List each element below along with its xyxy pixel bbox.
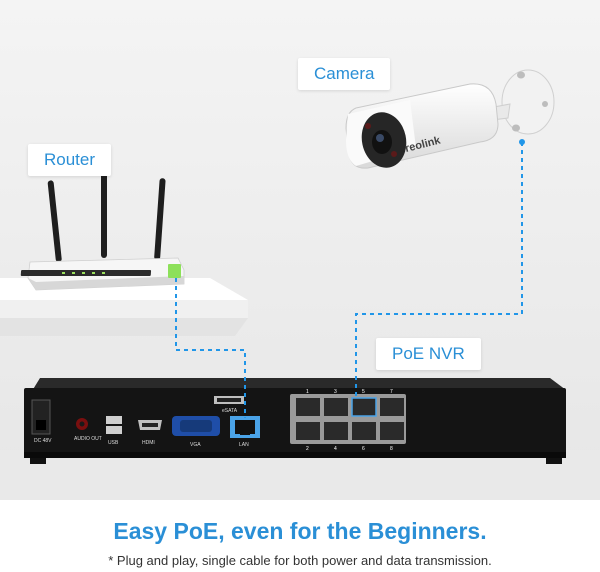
caption-area <box>0 500 600 572</box>
poe-port-number: 5 <box>362 389 365 395</box>
nvr-dc-port: DC 48V <box>31 399 52 444</box>
nvr-lan-port: LAN <box>230 416 260 448</box>
router-antenna-2 <box>101 172 107 258</box>
nvr-audio-port: AUDIO OUT <box>74 418 102 442</box>
nvr-poe-ports: 1 3 5 7 2 4 6 8 <box>290 389 406 452</box>
router-device <box>20 172 185 291</box>
poe-port-number: 2 <box>306 446 309 452</box>
router-lan-port <box>168 264 181 278</box>
nvr-hdmi-port: HDMI <box>138 420 162 446</box>
camera-cable-endpoint <box>519 139 525 145</box>
poe-port-number: 8 <box>390 446 393 452</box>
router-label: Router <box>28 144 112 176</box>
nvr-usb-label: USB <box>108 440 119 446</box>
nvr-device: DC 48V AUDIO OUT USB HDMI <box>24 378 566 464</box>
router-antenna-3 <box>154 178 166 261</box>
wall-shelf <box>0 278 248 336</box>
nvr-esata-label: eSATA <box>222 408 238 414</box>
subline: * Plug and play, single cable for both p… <box>108 553 492 568</box>
poe-port-number: 3 <box>334 389 337 395</box>
router-to-nvr-cable <box>175 278 246 418</box>
nvr-audio-label: AUDIO OUT <box>74 436 102 442</box>
poe-port-number: 4 <box>334 446 337 452</box>
poe-port-number: 7 <box>390 389 393 395</box>
headline: Easy PoE, even for the Beginners. <box>113 518 487 544</box>
nvr-lan-label: LAN <box>239 442 249 448</box>
router-antenna-1 <box>47 180 62 263</box>
poe-port-number: 1 <box>306 389 309 395</box>
nvr-dc-label: DC 48V <box>34 438 52 444</box>
poe-port-number: 6 <box>362 446 365 452</box>
camera-device: reolink <box>345 69 555 169</box>
nvr-hdmi-label: HDMI <box>142 440 155 446</box>
nvr-vga-label: VGA <box>190 442 201 448</box>
nvr-esata-port: eSATA <box>214 396 244 414</box>
table-surface <box>0 450 600 500</box>
nvr-label: PoE NVR <box>376 338 481 370</box>
camera-label: Camera <box>298 58 391 90</box>
nvr-vga-port: VGA <box>172 416 220 448</box>
nvr-usb-port: USB <box>106 416 122 446</box>
